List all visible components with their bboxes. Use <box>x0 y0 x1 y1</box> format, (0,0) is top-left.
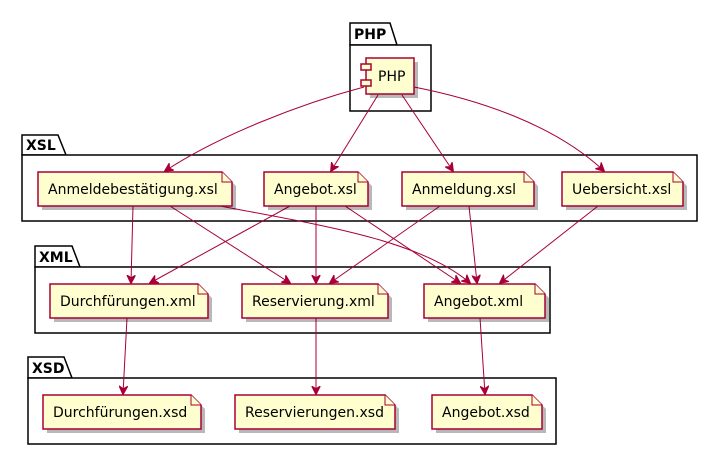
file-label: Uebersicht.xsl <box>572 182 671 198</box>
edge-angebot-xml-xsd <box>479 317 485 394</box>
edge-anmeldung-angebot-xml <box>468 205 477 283</box>
file-angebot-xml[interactable]: Angebot.xml <box>423 283 549 322</box>
file-durchfuehrungen-xml[interactable]: Durchfürungen.xml <box>49 283 212 322</box>
edge-uebersicht-angebot-xml <box>500 205 599 283</box>
file-reservierung-xml[interactable]: Reservierung.xml <box>241 283 392 322</box>
package-label-php: PHP <box>354 27 386 43</box>
file-angebot-xsl[interactable]: Angebot.xsl <box>263 171 372 210</box>
edge-durchfuehrungen-xsd <box>123 317 127 394</box>
package-label-xsd: XSD <box>32 361 65 377</box>
edge-anmeldebestaetigung-reservierung <box>169 205 290 283</box>
edge-angebot-xsl-durchfuehrungen <box>150 205 291 283</box>
edge-php-uebersicht <box>413 86 604 171</box>
edge-anmeldebestaetigung-durchfuehrungen <box>131 205 133 283</box>
edge-anmeldung-reservierung <box>330 205 441 283</box>
edge-angebot-xsl-angebot-xml <box>344 205 460 283</box>
package-label-xsl: XSL <box>26 138 56 154</box>
file-anmeldebestaetigung-xsl[interactable]: Anmeldebestätigung.xsl <box>37 171 236 210</box>
file-anmeldung-xsl[interactable]: Anmeldung.xsl <box>401 171 538 210</box>
file-durchfuehrungen-xsd[interactable]: Durchfürungen.xsd <box>42 394 205 433</box>
php-component-label: PHP <box>378 69 405 85</box>
file-label: Reservierungen.xsd <box>245 405 384 421</box>
file-label: Durchfürungen.xml <box>60 294 196 310</box>
component-port-bottom <box>360 79 372 87</box>
package-label-xml: XML <box>39 250 73 266</box>
file-label: Anmeldebestätigung.xsl <box>48 182 218 198</box>
file-label: Anmeldung.xsl <box>412 182 516 198</box>
file-label: Durchfürungen.xsd <box>53 405 187 421</box>
component-port-top <box>360 63 372 71</box>
file-label: Reservierung.xml <box>252 294 375 310</box>
edges <box>123 86 604 394</box>
edge-php-anmeldung <box>401 94 453 171</box>
file-uebersicht-xsl[interactable]: Uebersicht.xsl <box>561 171 687 210</box>
file-angebot-xsd[interactable]: Angebot.xsd <box>431 394 546 433</box>
file-label: Angebot.xml <box>434 294 523 310</box>
file-reservierungen-xsd[interactable]: Reservierungen.xsd <box>234 394 399 433</box>
edge-php-angebot-xsl <box>331 94 379 171</box>
edge-anmeldebestaetigung-angebot-xml <box>219 205 470 283</box>
php-component[interactable]: PHP <box>360 57 418 98</box>
file-label: Angebot.xsl <box>274 182 357 198</box>
edge-php-anmeldebestaetigung <box>165 86 365 171</box>
file-label: Angebot.xsd <box>442 405 530 421</box>
